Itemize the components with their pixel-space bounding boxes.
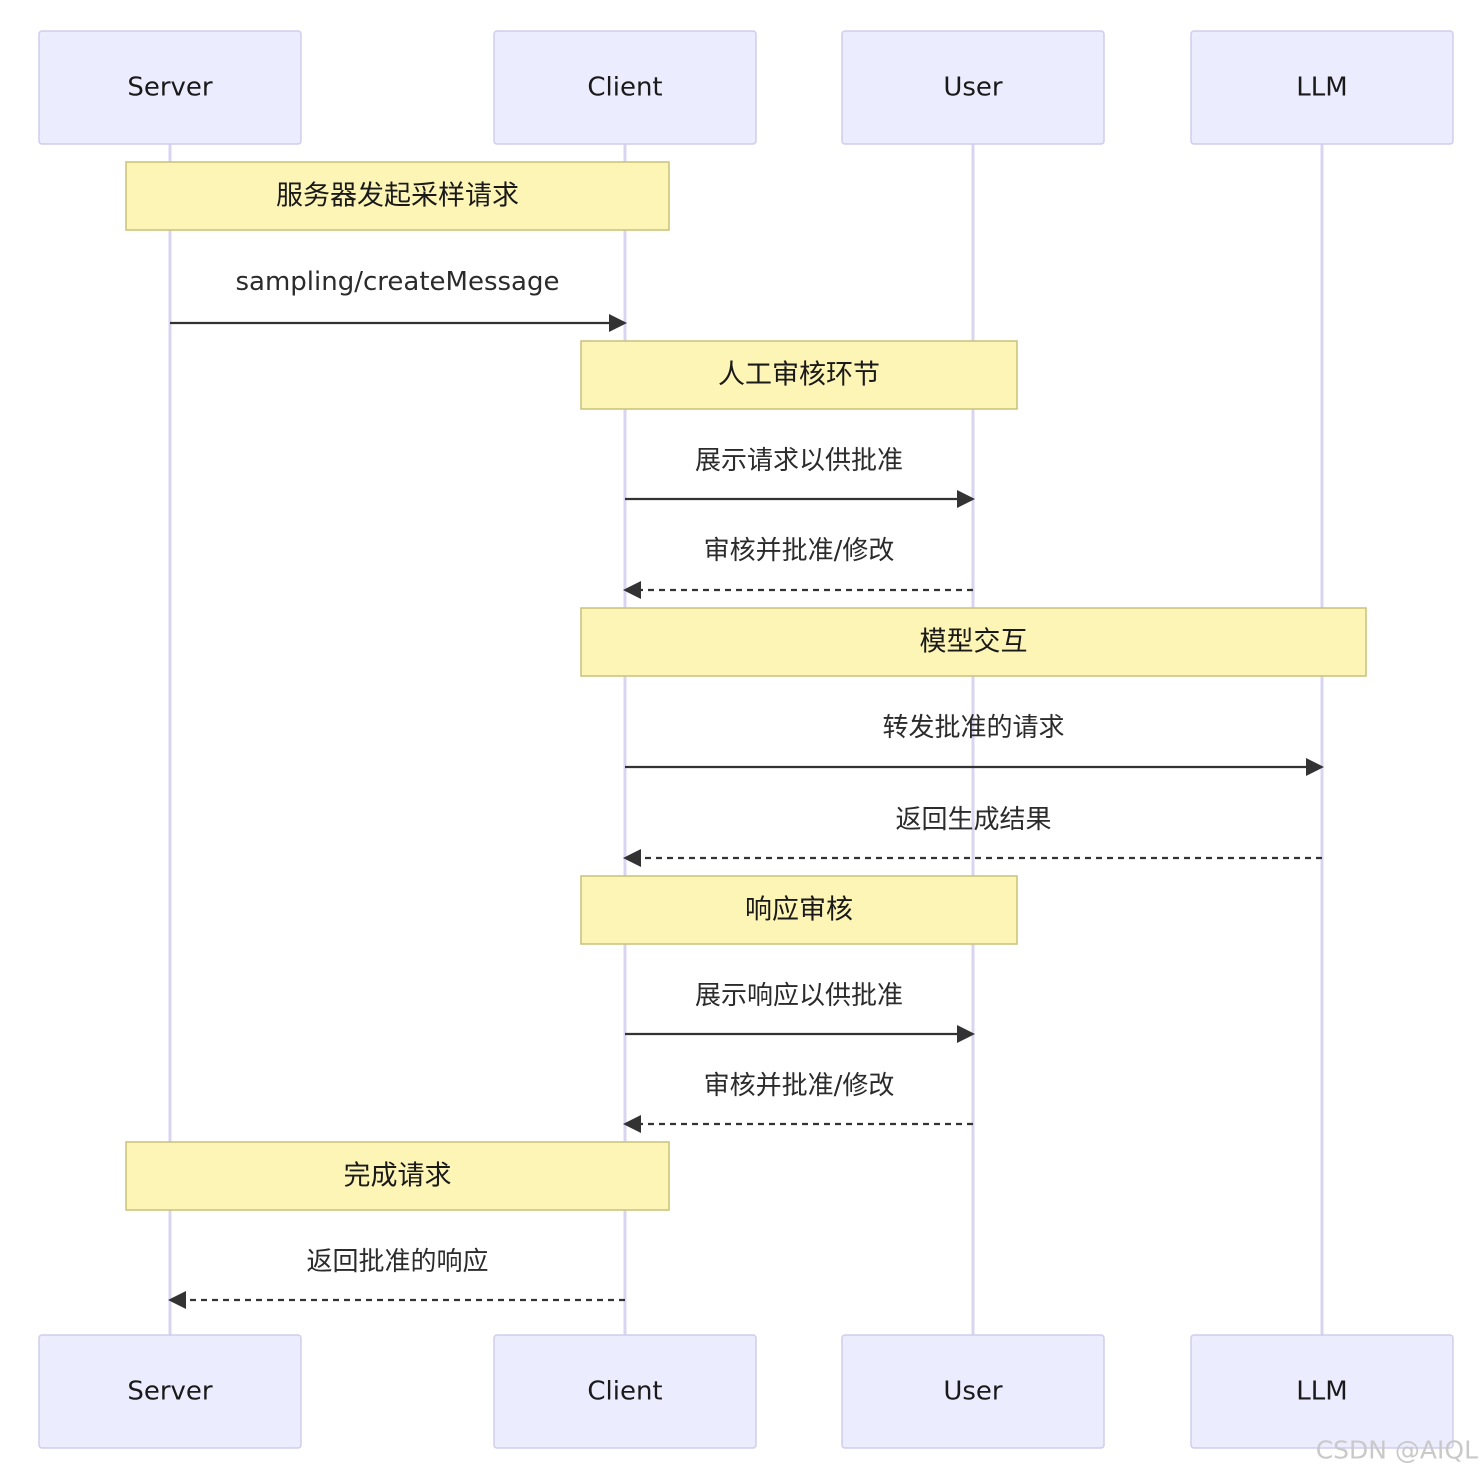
actor-client-bottom: Client: [493, 1334, 757, 1449]
arrowhead: [623, 1115, 641, 1133]
actor-label: Client: [587, 1377, 662, 1407]
arrowhead: [1306, 758, 1324, 776]
note-label: 响应审核: [745, 895, 853, 926]
actor-box: [493, 30, 757, 145]
message-12: 返回批准的响应: [168, 1247, 625, 1309]
arrowhead: [168, 1291, 186, 1309]
actor-label: Server: [127, 73, 213, 103]
actor-client-top: Client: [493, 30, 757, 145]
actor-server-top: Server: [38, 30, 302, 145]
actor-box: [1190, 1334, 1454, 1449]
actor-label: Client: [587, 73, 662, 103]
arrowhead: [957, 490, 975, 508]
actor-box: [38, 1334, 302, 1449]
actor-user-bottom: User: [841, 1334, 1105, 1449]
message-label: 审核并批准/修改: [704, 536, 895, 566]
note-box: [580, 340, 1018, 410]
note-5: 模型交互: [580, 607, 1367, 677]
message-10: 审核并批准/修改: [623, 1071, 973, 1133]
actors-bottom: Server Client User LLM: [38, 1334, 1454, 1449]
actor-box: [1190, 30, 1454, 145]
actor-label: Server: [127, 1377, 213, 1407]
message-label: 展示响应以供批准: [695, 981, 903, 1011]
message-7: 返回生成结果: [623, 805, 1322, 867]
message-9: 展示响应以供批准: [625, 981, 975, 1043]
message-1: sampling/createMessage: [170, 267, 627, 332]
arrowhead: [623, 581, 641, 599]
note-label: 模型交互: [920, 627, 1028, 658]
actor-box: [38, 30, 302, 145]
message-label: 返回生成结果: [895, 805, 1051, 835]
arrowhead: [609, 314, 627, 332]
actor-llm-top: LLM: [1190, 30, 1454, 145]
message-label: 转发批准的请求: [882, 713, 1064, 743]
note-2: 人工审核环节: [580, 340, 1018, 410]
actor-server-bottom: Server: [38, 1334, 302, 1449]
message-label: 展示请求以供批准: [695, 446, 903, 476]
message-4: 审核并批准/修改: [623, 536, 973, 599]
message-6: 转发批准的请求: [625, 713, 1324, 776]
message-label: sampling/createMessage: [236, 267, 560, 297]
note-label: 人工审核环节: [718, 360, 880, 391]
diagram-steps: 服务器发起采样请求 sampling/createMessage 人工审核环节展示请…: [125, 161, 1367, 1309]
message-3: 展示请求以供批准: [625, 446, 975, 508]
actor-llm-bottom: LLM: [1190, 1334, 1454, 1449]
note-box: [125, 1141, 670, 1211]
note-11: 完成请求: [125, 1141, 670, 1211]
arrowhead: [957, 1025, 975, 1043]
actor-user-top: User: [841, 30, 1105, 145]
actors-top: Server Client User LLM: [38, 30, 1454, 145]
watermark: CSDN @AIQL: [1316, 1436, 1478, 1465]
note-label: 完成请求: [344, 1161, 452, 1192]
note-label: 服务器发起采样请求: [276, 181, 519, 212]
note-box: [580, 875, 1018, 945]
note-0: 服务器发起采样请求: [125, 161, 670, 231]
actor-box: [493, 1334, 757, 1449]
message-label: 审核并批准/修改: [704, 1071, 895, 1101]
actor-label: LLM: [1296, 1377, 1347, 1407]
message-label: 返回批准的响应: [306, 1247, 488, 1277]
actor-label: User: [943, 73, 1003, 103]
note-8: 响应审核: [580, 875, 1018, 945]
note-box: [125, 161, 670, 231]
actor-label: LLM: [1296, 73, 1347, 103]
arrowhead: [623, 849, 641, 867]
actor-box: [841, 30, 1105, 145]
note-box: [580, 607, 1367, 677]
actor-box: [841, 1334, 1105, 1449]
actor-label: User: [943, 1377, 1003, 1407]
